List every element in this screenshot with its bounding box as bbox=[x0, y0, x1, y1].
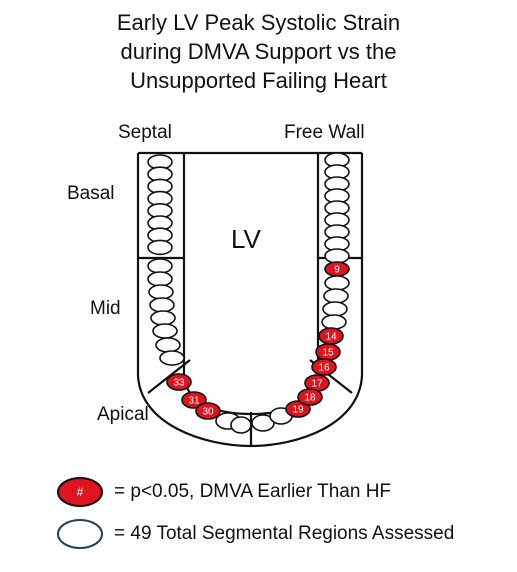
segment-30 bbox=[195, 402, 221, 420]
segment-number-30: 30 bbox=[202, 407, 214, 418]
lv-cavity-label: LV bbox=[231, 224, 261, 254]
legend-significant: # = p<0.05, DMVA Earlier Than HF bbox=[56, 476, 391, 508]
septal-label: Septal bbox=[118, 122, 172, 143]
inner-wall bbox=[182, 153, 320, 416]
segment-19 bbox=[285, 400, 311, 418]
segment-oval bbox=[322, 301, 348, 317]
segment-33 bbox=[166, 373, 192, 391]
segment-oval bbox=[147, 258, 173, 274]
figure-title: Early LV Peak Systolic Strain during DMV… bbox=[0, 8, 517, 95]
title-line-1: Early LV Peak Systolic Strain bbox=[116, 10, 401, 35]
segment-number-31: 31 bbox=[188, 396, 200, 407]
segment-16 bbox=[311, 358, 337, 376]
segment-oval bbox=[324, 248, 350, 264]
segment-oval bbox=[150, 310, 176, 326]
basal-label: Basal bbox=[67, 183, 115, 204]
legend-total: = 49 Total Segmental Regions Assessed bbox=[56, 518, 454, 550]
mid-label: Mid bbox=[90, 298, 121, 319]
segment-number-18: 18 bbox=[304, 393, 316, 404]
segment-31 bbox=[181, 391, 207, 409]
legend-symbol: # bbox=[77, 485, 84, 499]
segment-oval bbox=[155, 337, 181, 353]
segment-oval bbox=[152, 323, 178, 339]
title-line-2: during DMVA Support vs the bbox=[120, 39, 397, 64]
segment-oval bbox=[323, 288, 349, 304]
free-wall-label: Free Wall bbox=[284, 122, 365, 143]
segment-number-33: 33 bbox=[173, 378, 185, 389]
segment-oval bbox=[321, 314, 347, 330]
title-line-3: Unsupported Failing Heart bbox=[130, 68, 387, 93]
segment-number-16: 16 bbox=[318, 363, 330, 374]
segment-number-14: 14 bbox=[325, 332, 337, 343]
segment-number-15: 15 bbox=[322, 348, 334, 359]
apical-label: Apical bbox=[97, 404, 149, 425]
segment-number-17: 17 bbox=[311, 379, 323, 390]
legend-red-oval: # bbox=[57, 477, 103, 507]
segment-oval bbox=[149, 297, 175, 313]
segment-18 bbox=[297, 388, 323, 406]
legend-open-oval bbox=[57, 519, 103, 549]
segment-number-9: 9 bbox=[334, 265, 340, 276]
legend-total-text: = 49 Total Segmental Regions Assessed bbox=[114, 523, 455, 544]
segment-oval bbox=[230, 416, 252, 434]
segment-oval bbox=[148, 284, 174, 300]
segment-oval bbox=[147, 271, 173, 287]
legend-significant-text: = p<0.05, DMVA Earlier Than HF bbox=[114, 481, 392, 502]
segment-oval bbox=[147, 239, 173, 256]
segment-number-19: 19 bbox=[292, 405, 304, 416]
segment-oval bbox=[324, 275, 350, 291]
segment-oval bbox=[159, 350, 185, 366]
